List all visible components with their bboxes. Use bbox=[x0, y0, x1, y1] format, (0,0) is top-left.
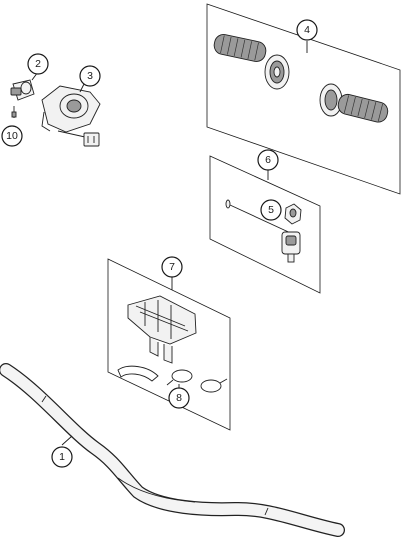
callout-label-6: 6 bbox=[265, 154, 271, 166]
pad-strap bbox=[117, 365, 159, 382]
throttle-clamp bbox=[10, 79, 35, 101]
callout-8: 8 bbox=[168, 387, 190, 409]
throttle-assembly bbox=[10, 71, 101, 147]
switch-panel bbox=[209, 155, 321, 294]
right-grip bbox=[319, 83, 389, 123]
callout-label-7: 7 bbox=[169, 261, 175, 273]
callout-label-2: 2 bbox=[35, 58, 41, 70]
callout-label-1: 1 bbox=[59, 451, 65, 463]
callout-label-5: 5 bbox=[268, 204, 274, 216]
cable-ties bbox=[166, 369, 228, 393]
left-grip bbox=[213, 34, 290, 90]
handlebar-pad bbox=[127, 295, 197, 364]
throttle-housing bbox=[41, 85, 101, 147]
callout-3: 3 bbox=[79, 65, 101, 87]
callout-label-8: 8 bbox=[176, 392, 182, 404]
grips-panel bbox=[206, 3, 401, 195]
callout-label-3: 3 bbox=[87, 70, 93, 82]
callout-label-10: 10 bbox=[6, 130, 18, 142]
pad-panel bbox=[107, 258, 231, 431]
callout-2: 2 bbox=[27, 53, 49, 75]
callout-5: 5 bbox=[260, 199, 282, 221]
kill-switch bbox=[281, 231, 301, 263]
callout-4: 4 bbox=[296, 19, 318, 41]
nut bbox=[284, 203, 302, 225]
switch-cable bbox=[229, 204, 296, 236]
callout-label-4: 4 bbox=[304, 24, 310, 36]
callout-1: 1 bbox=[51, 446, 73, 468]
handlebar bbox=[0, 363, 345, 537]
callout-7: 7 bbox=[161, 256, 183, 278]
callout-6: 6 bbox=[257, 149, 279, 171]
callout-10: 10 bbox=[1, 125, 23, 147]
